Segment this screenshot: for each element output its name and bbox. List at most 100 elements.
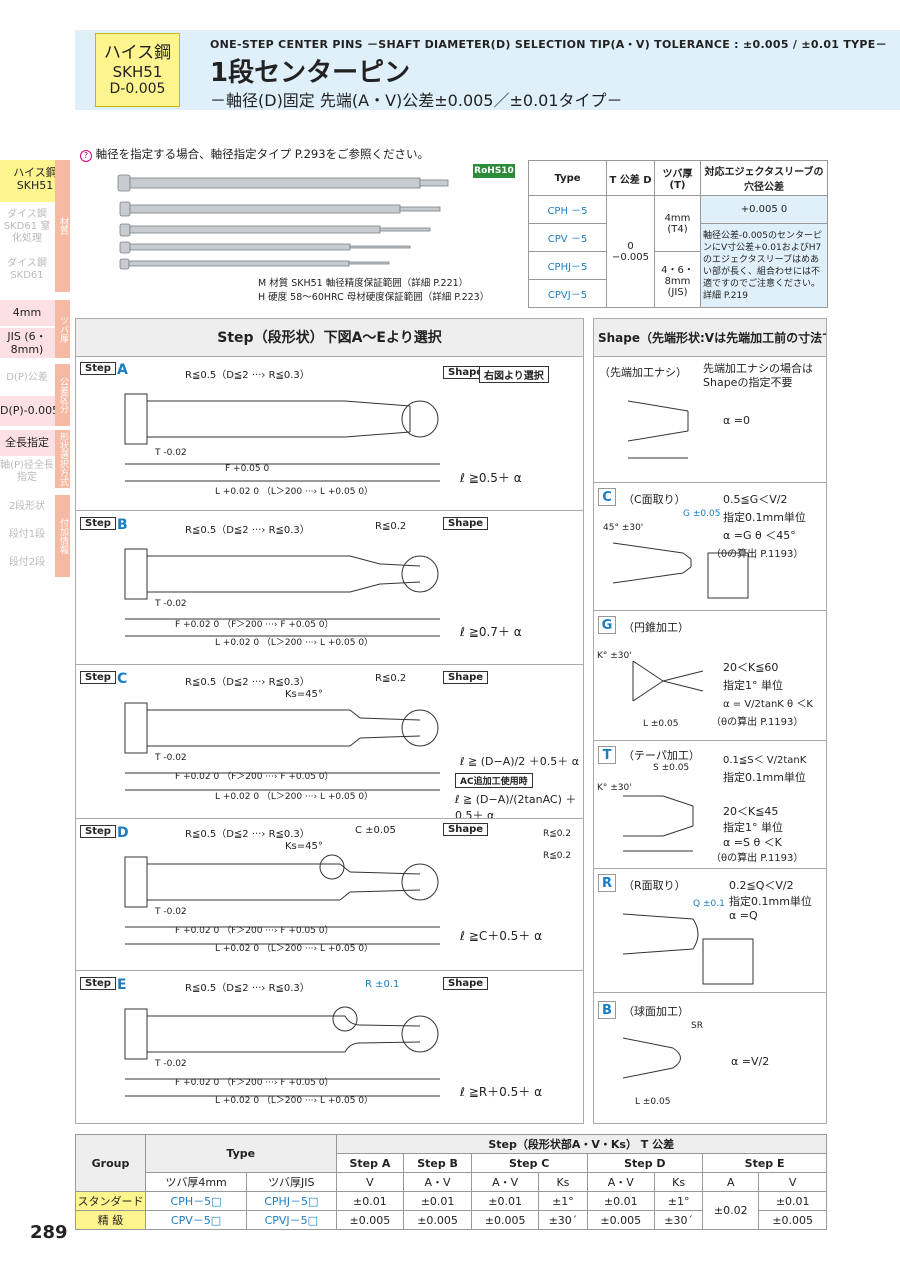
shape-desc: α =V/2 <box>731 1055 770 1068</box>
sidebar-item-2step[interactable]: 2段形状 <box>8 501 46 512</box>
tol-value: ±1° <box>538 1191 588 1211</box>
t-dim: T -0.02 <box>155 448 187 458</box>
f-dim: F +0.05 0 <box>225 464 270 474</box>
ks-angle: Ks=45° <box>285 841 323 852</box>
sidebar-item-dp-tol[interactable]: D(P)公差 <box>6 372 48 383</box>
step-letter: A <box>117 362 128 378</box>
t-dim: T -0.02 <box>155 1059 187 1069</box>
shape-name: （先端加工ナシ） <box>599 366 687 379</box>
type-header: Type <box>145 1134 337 1173</box>
material-code: SKH51 <box>112 63 163 81</box>
l-dim: L +0.02 0 （L＞200 ···› L +0.05 0） <box>215 792 374 802</box>
tol-value: ±0.005 <box>470 1210 540 1230</box>
shape-name: （R面取り） <box>623 879 686 892</box>
flange-jis-cell: 4・6・8mm (JIS) <box>654 251 701 308</box>
step-section-c: Step C R≦0.5（D≦2 ···› R≦0.3） R≦0.2 Ks=45… <box>75 664 584 822</box>
tol-value: ±0.005 <box>586 1210 656 1230</box>
shape-desc: 20＜K≦45 <box>723 805 779 818</box>
type-link-cpvj[interactable]: CPVJ－5 <box>528 279 607 308</box>
sidebar-item-shaft-length[interactable]: 軸(P)径全長指定 <box>0 460 54 483</box>
step-panel-title: Step（段形状）下図A～Eより選択 <box>76 319 583 357</box>
tol-value: ±30´ <box>538 1210 588 1230</box>
tolerance-table: Group Type Step（段形状部A・V・Ks） T 公差 Step A … <box>75 1134 828 1230</box>
sleeve-header: 対応エジェクタスリーブの穴径公差 <box>700 160 828 196</box>
shape-drawing <box>622 1037 681 1079</box>
f-dim: F +0.02 0 （F＞200 ···› F +0.05 0） <box>175 772 334 782</box>
col-header: A <box>702 1172 760 1192</box>
step-section-a: Step A R≦0.5（D≦2 ···› R≦0.3） Shape 右図より選… <box>75 356 584 508</box>
type-link-cphj[interactable]: CPHJ－5 <box>528 251 607 280</box>
reference-note-text: 軸径を指定する場合、軸径指定タイプ P.293をご参照ください。 <box>95 147 430 161</box>
group-header: Group <box>75 1134 146 1192</box>
l-dim: L +0.02 0 （L＞200 ···› L +0.05 0） <box>215 638 374 648</box>
radius-note-2: R≦0.2 <box>375 521 407 532</box>
type-cpv[interactable]: CPV－5□ <box>144 1210 248 1230</box>
material-tolerance: D-0.005 <box>109 81 166 97</box>
tol-value: ±1° <box>654 1191 704 1211</box>
pin-drawing <box>124 548 440 637</box>
shape-angle: K° ±30' <box>597 651 632 661</box>
type-cphj[interactable]: CPHJ－5□ <box>246 1191 337 1211</box>
shape-desc: （θの算出 P.1193） <box>711 549 804 560</box>
sidebar-item-stepped2[interactable]: 段付2段 <box>8 557 46 568</box>
shape-t: T （テーパ加工） S ±0.05 K° ±30' 0.1≦S＜ V/2tanK… <box>593 740 827 868</box>
shape-angle: 45° ±30' <box>603 523 644 533</box>
type-cph[interactable]: CPH－5□ <box>144 1191 248 1211</box>
step-c-header: Step C <box>470 1153 588 1173</box>
shape-drawing <box>623 795 694 852</box>
col-header: Ks <box>538 1172 588 1192</box>
shape-desc: 指定1° 単位 <box>723 821 783 834</box>
sleeve-note: 軸径公差-0.005のセンターピンにV寸公差+0.01およびH7のエジェクタスリ… <box>703 230 823 289</box>
material-badge: ハイス鋼 SKH51 D-0.005 <box>95 33 180 107</box>
tol-value: ±30´ <box>654 1210 704 1230</box>
sleeve-note-cell: 軸径公差-0.005のセンターピンにV寸公差+0.01およびH7のエジェクタスリ… <box>700 223 828 308</box>
shape-desc: 0.5≦G＜V/2 <box>723 493 788 506</box>
shape-name: （C面取り） <box>623 493 686 506</box>
shape-desc: α =S θ ＜K <box>723 836 782 849</box>
shape-desc: 指定0.1mm単位 <box>723 771 806 784</box>
shape-drawing <box>627 400 689 459</box>
type-cpvj[interactable]: CPVJ－5□ <box>246 1210 337 1230</box>
page-number: 289 <box>30 1222 68 1243</box>
pin-drawing <box>124 854 440 945</box>
chamfer-note: C ±0.05 <box>355 825 396 836</box>
sleeve-ref-link[interactable]: 詳細 P.219 <box>703 290 748 301</box>
type-link-cpv[interactable]: CPV －5 <box>528 223 607 252</box>
shape-name: （球面加工） <box>623 1005 689 1018</box>
radius-note: R≦0.5（D≦2 ···› R≦0.3） <box>185 677 310 688</box>
radius-note-2: R≦0.2 <box>375 673 407 684</box>
type-sub-jis: ツバ厚JIS <box>246 1172 337 1192</box>
pin-drawing <box>124 1006 440 1097</box>
type-link-cph[interactable]: CPH －5 <box>528 195 607 224</box>
l-dim: L +0.02 0 （L＞200 ···› L +0.05 0） <box>215 944 374 954</box>
shape-desc: 指定1° 単位 <box>723 679 783 692</box>
tol-value: ±0.01 <box>403 1191 472 1211</box>
sidebar-item-skd61-nitrided[interactable]: ダイス鋼 SKD61 窒化処理 <box>3 209 51 244</box>
shape-drawing <box>622 913 754 985</box>
step-tag: Step <box>80 362 116 375</box>
sidebar-item-skd61[interactable]: ダイス鋼 SKD61 <box>7 258 47 281</box>
reference-note: ? 軸径を指定する場合、軸径指定タイプ P.293をご参照ください。 <box>80 146 429 162</box>
step-letter: D <box>117 825 129 841</box>
flange-4mm-cell: 4mm (T4) <box>654 195 701 252</box>
t-dim: T -0.02 <box>155 907 187 917</box>
header-band <box>75 30 900 110</box>
step-b-header: Step B <box>403 1153 472 1173</box>
radius-note-4: R≦0.2 <box>543 851 572 861</box>
tol-value: ±0.01 <box>470 1191 540 1211</box>
length-formula: ℓ ≧ (D−A)/2 ＋0.5＋ α <box>460 755 579 768</box>
sidebar-tab-extra: 付加情報 <box>55 495 70 577</box>
step-section-b: Step B R≦0.5（D≦2 ···› R≦0.3） R≦0.2 Shape… <box>75 510 584 662</box>
sidebar-item-stepped1[interactable]: 段付1段 <box>8 529 46 540</box>
rohs-badge: RoHS10 <box>473 164 515 178</box>
hardness-info-line: H 硬度 58～60HRC 母材硬度保証範囲（詳細 P.223） <box>258 292 490 303</box>
length-formula: ℓ ≧0.5＋ α <box>460 471 522 485</box>
step-tag: Step <box>80 977 116 990</box>
shape-dim: L ±0.05 <box>635 1097 671 1107</box>
shape-desc: 先端加工ナシの場合はShapeの指定不要 <box>703 362 813 389</box>
tolerance-header: T 公差 D <box>606 160 655 196</box>
sidebar-tab-flange: ツバ厚 <box>55 300 70 358</box>
step-letter: E <box>117 977 127 993</box>
flange-header: ツバ厚 (T) <box>654 160 701 196</box>
length-formula: ℓ ≧R＋0.5＋ α <box>460 1085 542 1099</box>
